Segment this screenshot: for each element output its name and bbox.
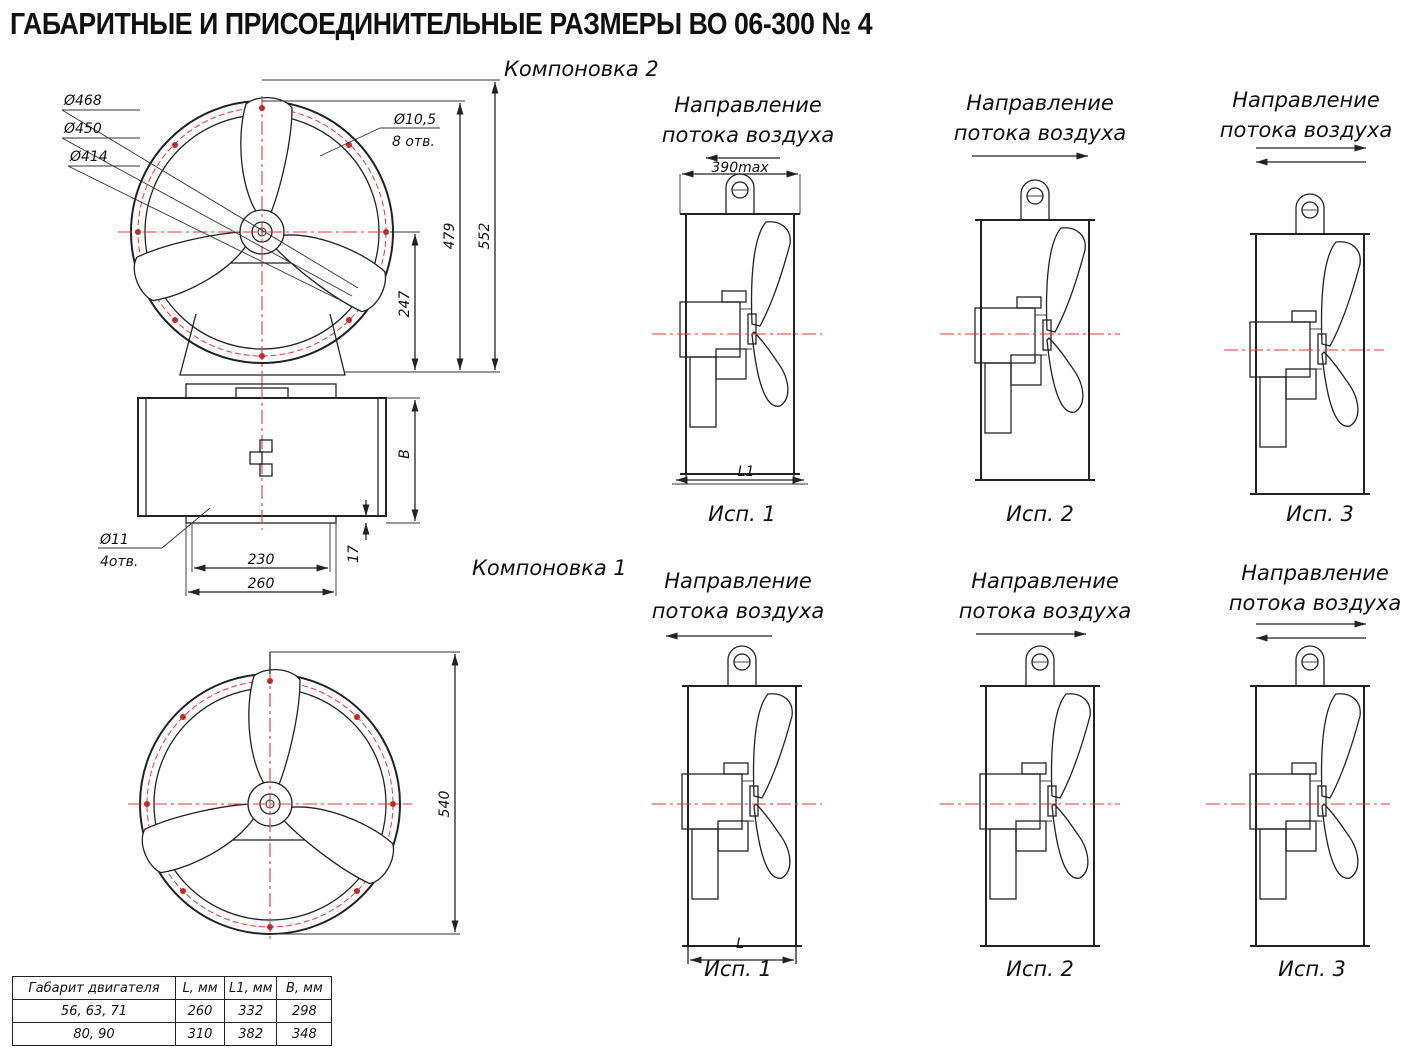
side-view-bottom-2 xyxy=(979,645,1101,947)
table-cell: 56, 63, 71 xyxy=(12,999,176,1023)
dim-b: B xyxy=(397,449,413,459)
dim-h540: 540 xyxy=(437,791,453,818)
table-cell: 348 xyxy=(276,1022,333,1046)
flow-label-2b: потока воздуха xyxy=(954,121,1127,145)
table-cell: 310 xyxy=(175,1022,225,1046)
dim-w230: 230 xyxy=(248,552,275,568)
dim-d468: Ø468 xyxy=(63,93,102,109)
flow-label-4b: потока воздуха xyxy=(652,599,825,623)
flow-label-4a: Направление xyxy=(664,569,812,593)
flow-label-5b: потока воздуха xyxy=(959,599,1132,623)
layout1-label: Компоновка 1 xyxy=(472,556,627,580)
table-cell: 298 xyxy=(276,999,333,1023)
table-header-cell: L, мм xyxy=(175,976,225,1000)
flow-label-3a: Направление xyxy=(1232,88,1380,112)
page-title: ГАБАРИТНЫЕ И ПРИСОЕДИНИТЕЛЬНЫЕ РАЗМЕРЫ В… xyxy=(10,6,873,41)
motor-dimensions-table: Габарит двигателя L, мм L1, мм B, мм 56,… xyxy=(12,976,333,1046)
dim-h247: 247 xyxy=(397,291,413,318)
flow-label-6a: Направление xyxy=(1241,561,1389,585)
flow-label-2a: Направление xyxy=(966,91,1114,115)
flow-label-1a: Направление xyxy=(674,93,822,117)
variant-label-top-2: Исп. 2 xyxy=(1006,502,1074,526)
dim-l: L xyxy=(736,936,744,952)
table-header-cell: L1, мм xyxy=(223,976,278,1000)
dim-d450: Ø450 xyxy=(63,121,102,137)
dim-foot-hole-count: 4отв. xyxy=(100,554,138,570)
dim-d414: Ø414 xyxy=(69,149,108,165)
dim-l390: 390max xyxy=(711,160,769,176)
variant-label-bottom-1: Исп. 1 xyxy=(704,957,772,981)
dim-foot-hole: Ø11 xyxy=(99,532,129,548)
flow-arrows xyxy=(666,144,1366,642)
flow-label-6b: потока воздуха xyxy=(1229,591,1402,615)
dim-hole-count: 8 отв. xyxy=(392,134,435,150)
flow-label-5a: Направление xyxy=(971,569,1119,593)
variant-label-bottom-3: Исп. 3 xyxy=(1278,957,1346,981)
table-cell: 260 xyxy=(175,999,225,1023)
table-cell: 332 xyxy=(223,999,278,1023)
table-cell: 80, 90 xyxy=(12,1022,176,1046)
table-header-cell: Габарит двигателя xyxy=(12,976,176,1000)
side-view-top-2 xyxy=(974,179,1096,481)
dim-hole: Ø10,5 xyxy=(393,112,436,128)
table-row: 80, 90 310 382 348 xyxy=(12,1022,333,1046)
side-view-top-3 xyxy=(1249,193,1371,495)
layout2-front-view xyxy=(61,79,500,385)
side-view-bottom-1 xyxy=(681,645,803,964)
layout2-bottom-view xyxy=(98,383,420,596)
flow-label-3b: потока воздуха xyxy=(1220,118,1393,142)
side-view-bottom-3 xyxy=(1249,645,1371,947)
flow-label-1b: потока воздуха xyxy=(662,123,835,147)
variant-label-top-3: Исп. 3 xyxy=(1286,502,1354,526)
dim-l1: L1 xyxy=(738,464,755,480)
dim-w260: 260 xyxy=(248,576,275,592)
dim-h17: 17 xyxy=(346,545,362,563)
layout1-front-view xyxy=(128,651,460,940)
variant-label-top-1: Исп. 1 xyxy=(708,502,776,526)
table-row: 56, 63, 71 260 332 298 xyxy=(12,999,333,1023)
dim-h552: 552 xyxy=(477,223,493,250)
layout2-label: Компоновка 2 xyxy=(504,57,659,81)
dim-h479: 479 xyxy=(442,223,458,250)
side-view-top-1 xyxy=(672,170,808,485)
table-header-row: Габарит двигателя L, мм L1, мм B, мм xyxy=(12,976,333,1000)
table-header-cell: B, мм xyxy=(276,976,333,1000)
table-cell: 382 xyxy=(223,1022,278,1046)
variant-label-bottom-2: Исп. 2 xyxy=(1006,957,1074,981)
